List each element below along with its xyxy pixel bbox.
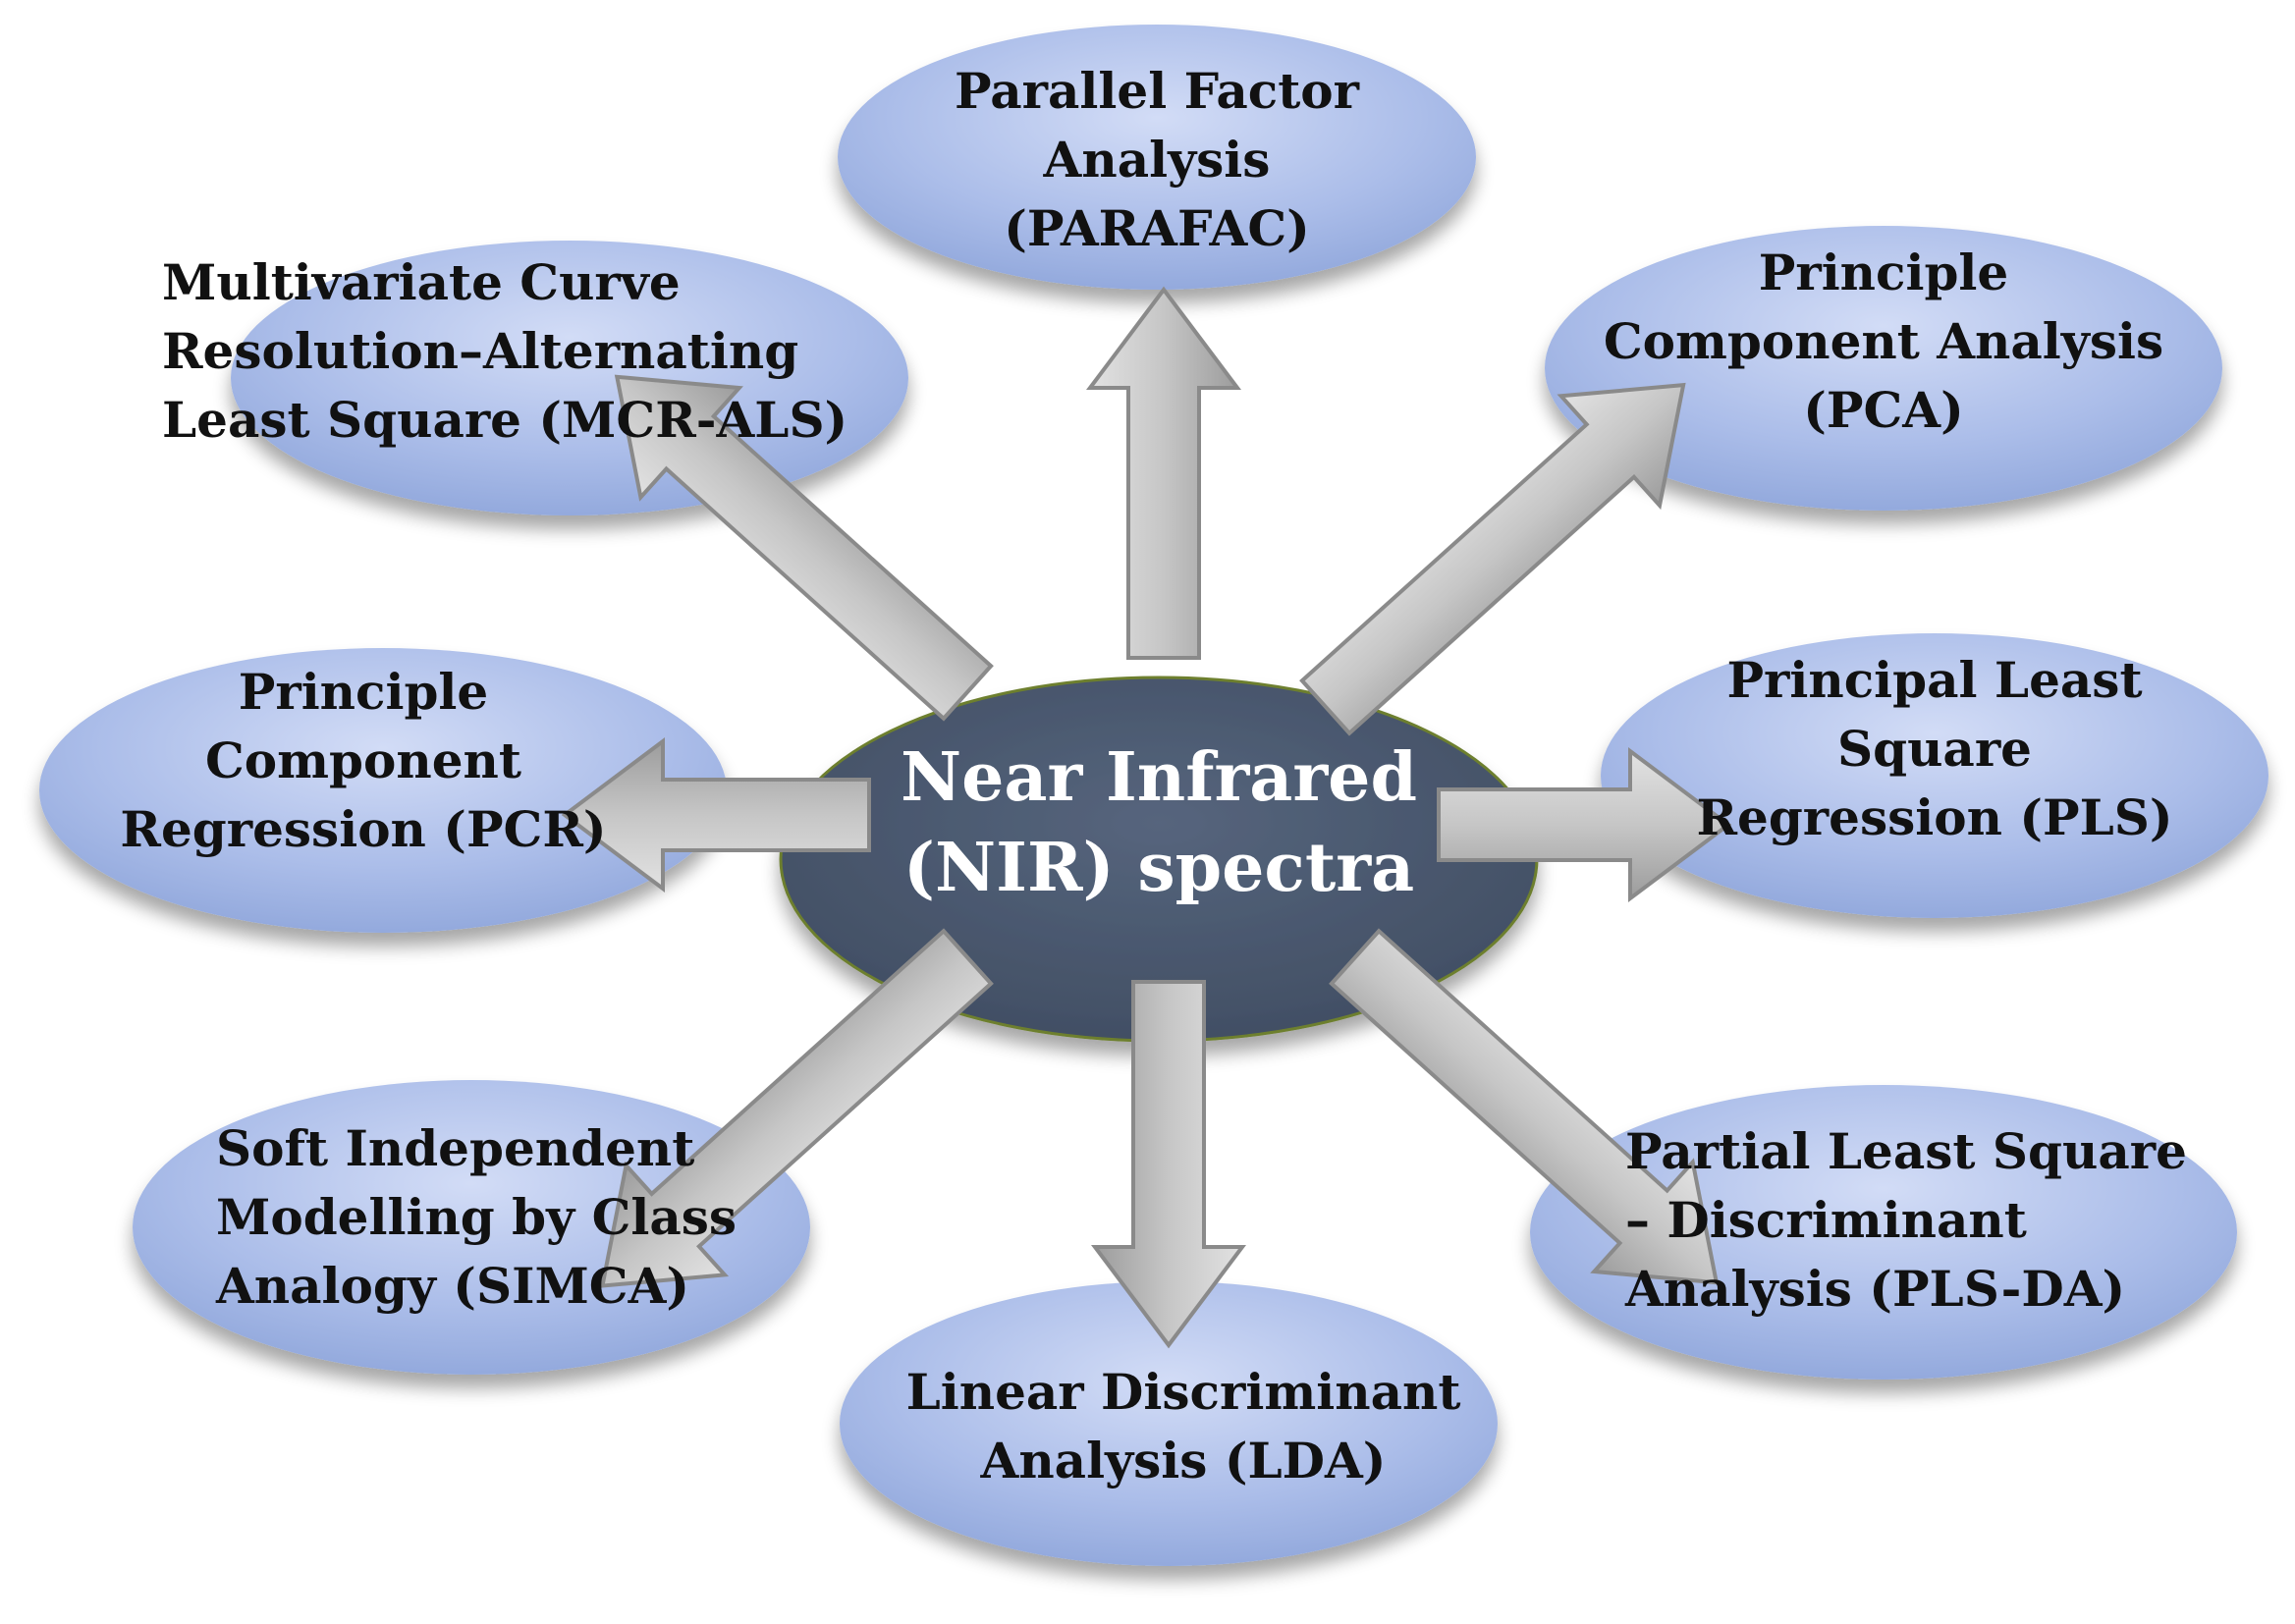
node-label-line: Analysis (PLS-DA) — [1624, 1260, 2125, 1318]
node-label-line: (PCA) — [1803, 381, 1964, 439]
node-label-line: Principal Least — [1726, 651, 2142, 709]
node-lda — [840, 1281, 1498, 1566]
node-label-line: Regression (PLS) — [1696, 788, 2172, 846]
node-simca — [133, 1080, 810, 1375]
node-label-line: Multivariate Curve — [162, 253, 681, 311]
arrow-to-parafac — [1086, 286, 1241, 660]
node-label-line: Regression (PCR) — [120, 800, 606, 858]
arrow-to-mcrals — [614, 374, 994, 722]
node-layer — [39, 25, 2268, 1566]
arrow-to-lda — [1091, 980, 1246, 1349]
center-label-line: Near Infrared — [901, 738, 1417, 817]
center-label-line: (NIR) spectra — [903, 829, 1414, 907]
node-label-line: Resolution–Alternating — [162, 322, 798, 380]
node-label-line: Parallel Factor — [955, 62, 1360, 120]
arrow-to-pcr — [561, 737, 871, 893]
node-label-line: Analysis — [1043, 131, 1271, 189]
arrow-layer — [561, 286, 1732, 1349]
node-parafac — [838, 25, 1476, 290]
arrow-to-plsda — [1329, 928, 1720, 1285]
node-label-line: Soft Independent — [216, 1119, 694, 1177]
node-label-line: Least Square (MCR-ALS) — [162, 391, 847, 449]
node-label-line: Analogy (SIMCA) — [215, 1257, 689, 1315]
node-label-line: Analysis (LDA) — [980, 1432, 1387, 1489]
arrow-to-pls — [1437, 747, 1732, 902]
node-pcr — [39, 648, 727, 933]
node-label-line: (PARAFAC) — [1004, 199, 1310, 257]
node-label-line: Principle — [1759, 244, 2009, 301]
node-label-line: Square — [1837, 720, 2032, 778]
node-label-line: Linear Discriminant — [906, 1363, 1461, 1421]
node-label-line: Principle — [239, 663, 489, 721]
node-label-line: Modelling by Class — [216, 1188, 737, 1246]
node-pca — [1545, 226, 2222, 511]
node-pls — [1601, 633, 2268, 918]
node-label-line: Partial Least Square — [1625, 1122, 2187, 1180]
center-label: Near Infrared (NIR) spectra — [901, 738, 1417, 907]
node-plsda — [1530, 1085, 2237, 1380]
node-label-line: Component — [205, 731, 521, 789]
node-label-line: – Discriminant — [1625, 1191, 2027, 1249]
arrow-to-simca — [599, 928, 994, 1288]
arrow-to-pca — [1299, 382, 1686, 736]
node-label-line: Component Analysis — [1604, 312, 2163, 370]
